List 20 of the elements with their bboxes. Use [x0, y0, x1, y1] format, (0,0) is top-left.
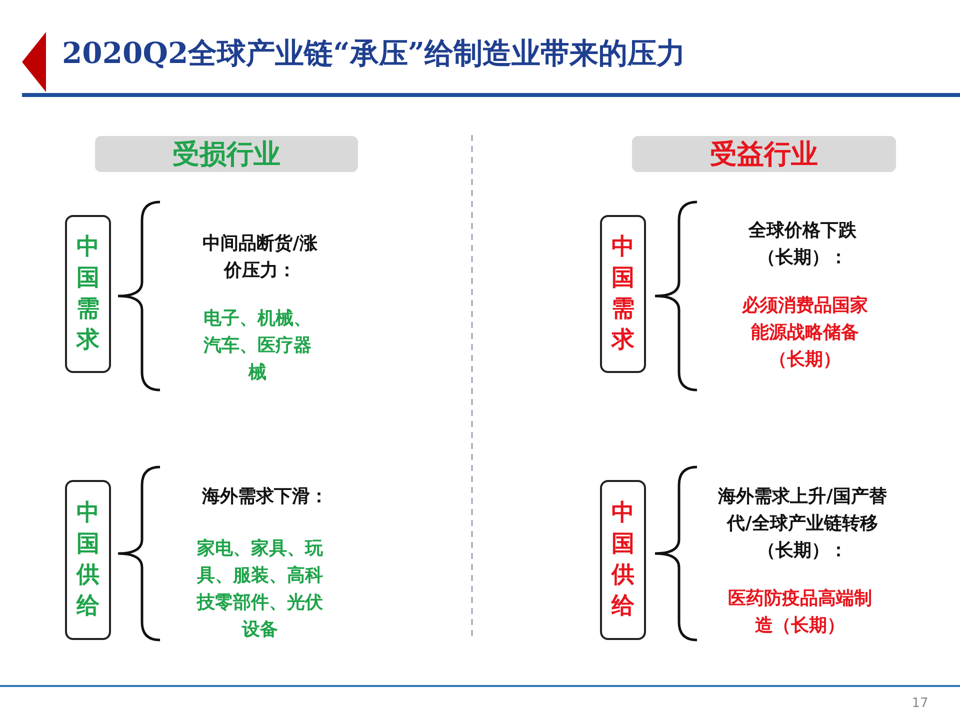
category-header: 受益行业: [632, 136, 896, 172]
box-label: 中国需求: [76, 233, 100, 355]
side-box: [600, 480, 646, 640]
bracket-heading: 海外需求下滑：: [200, 485, 329, 509]
side-box: [600, 215, 646, 373]
bracket-heading: 海外需求上升/国产替代/全球产业链转移（长期）：: [716, 485, 888, 563]
category-header: 受损行业: [95, 136, 358, 172]
affected-list: 电子、机械、汽车、医疗器械: [195, 305, 320, 386]
box-label: 中国供给: [611, 499, 635, 621]
page-number: 17: [910, 695, 930, 713]
side-box: [65, 480, 111, 640]
side-box: [65, 215, 111, 373]
benefit-list: 医药防疫品高端制造（长期）: [725, 585, 875, 639]
slide-title: 2020Q2全球产业链“承压”给制造业带来的压力: [62, 35, 686, 72]
benefit-list: 必须消费品国家能源战略储备（长期）: [735, 292, 875, 373]
bracket-heading: 全球价格下跌（长期）：: [747, 219, 858, 270]
box-label: 中国需求: [611, 233, 635, 355]
box-label: 中国供给: [76, 499, 100, 621]
affected-list: 家电、家具、玩具、服装、高科技零部件、光伏设备: [195, 535, 325, 643]
bracket-heading: 中间品断货/涨价压力：: [202, 232, 318, 283]
